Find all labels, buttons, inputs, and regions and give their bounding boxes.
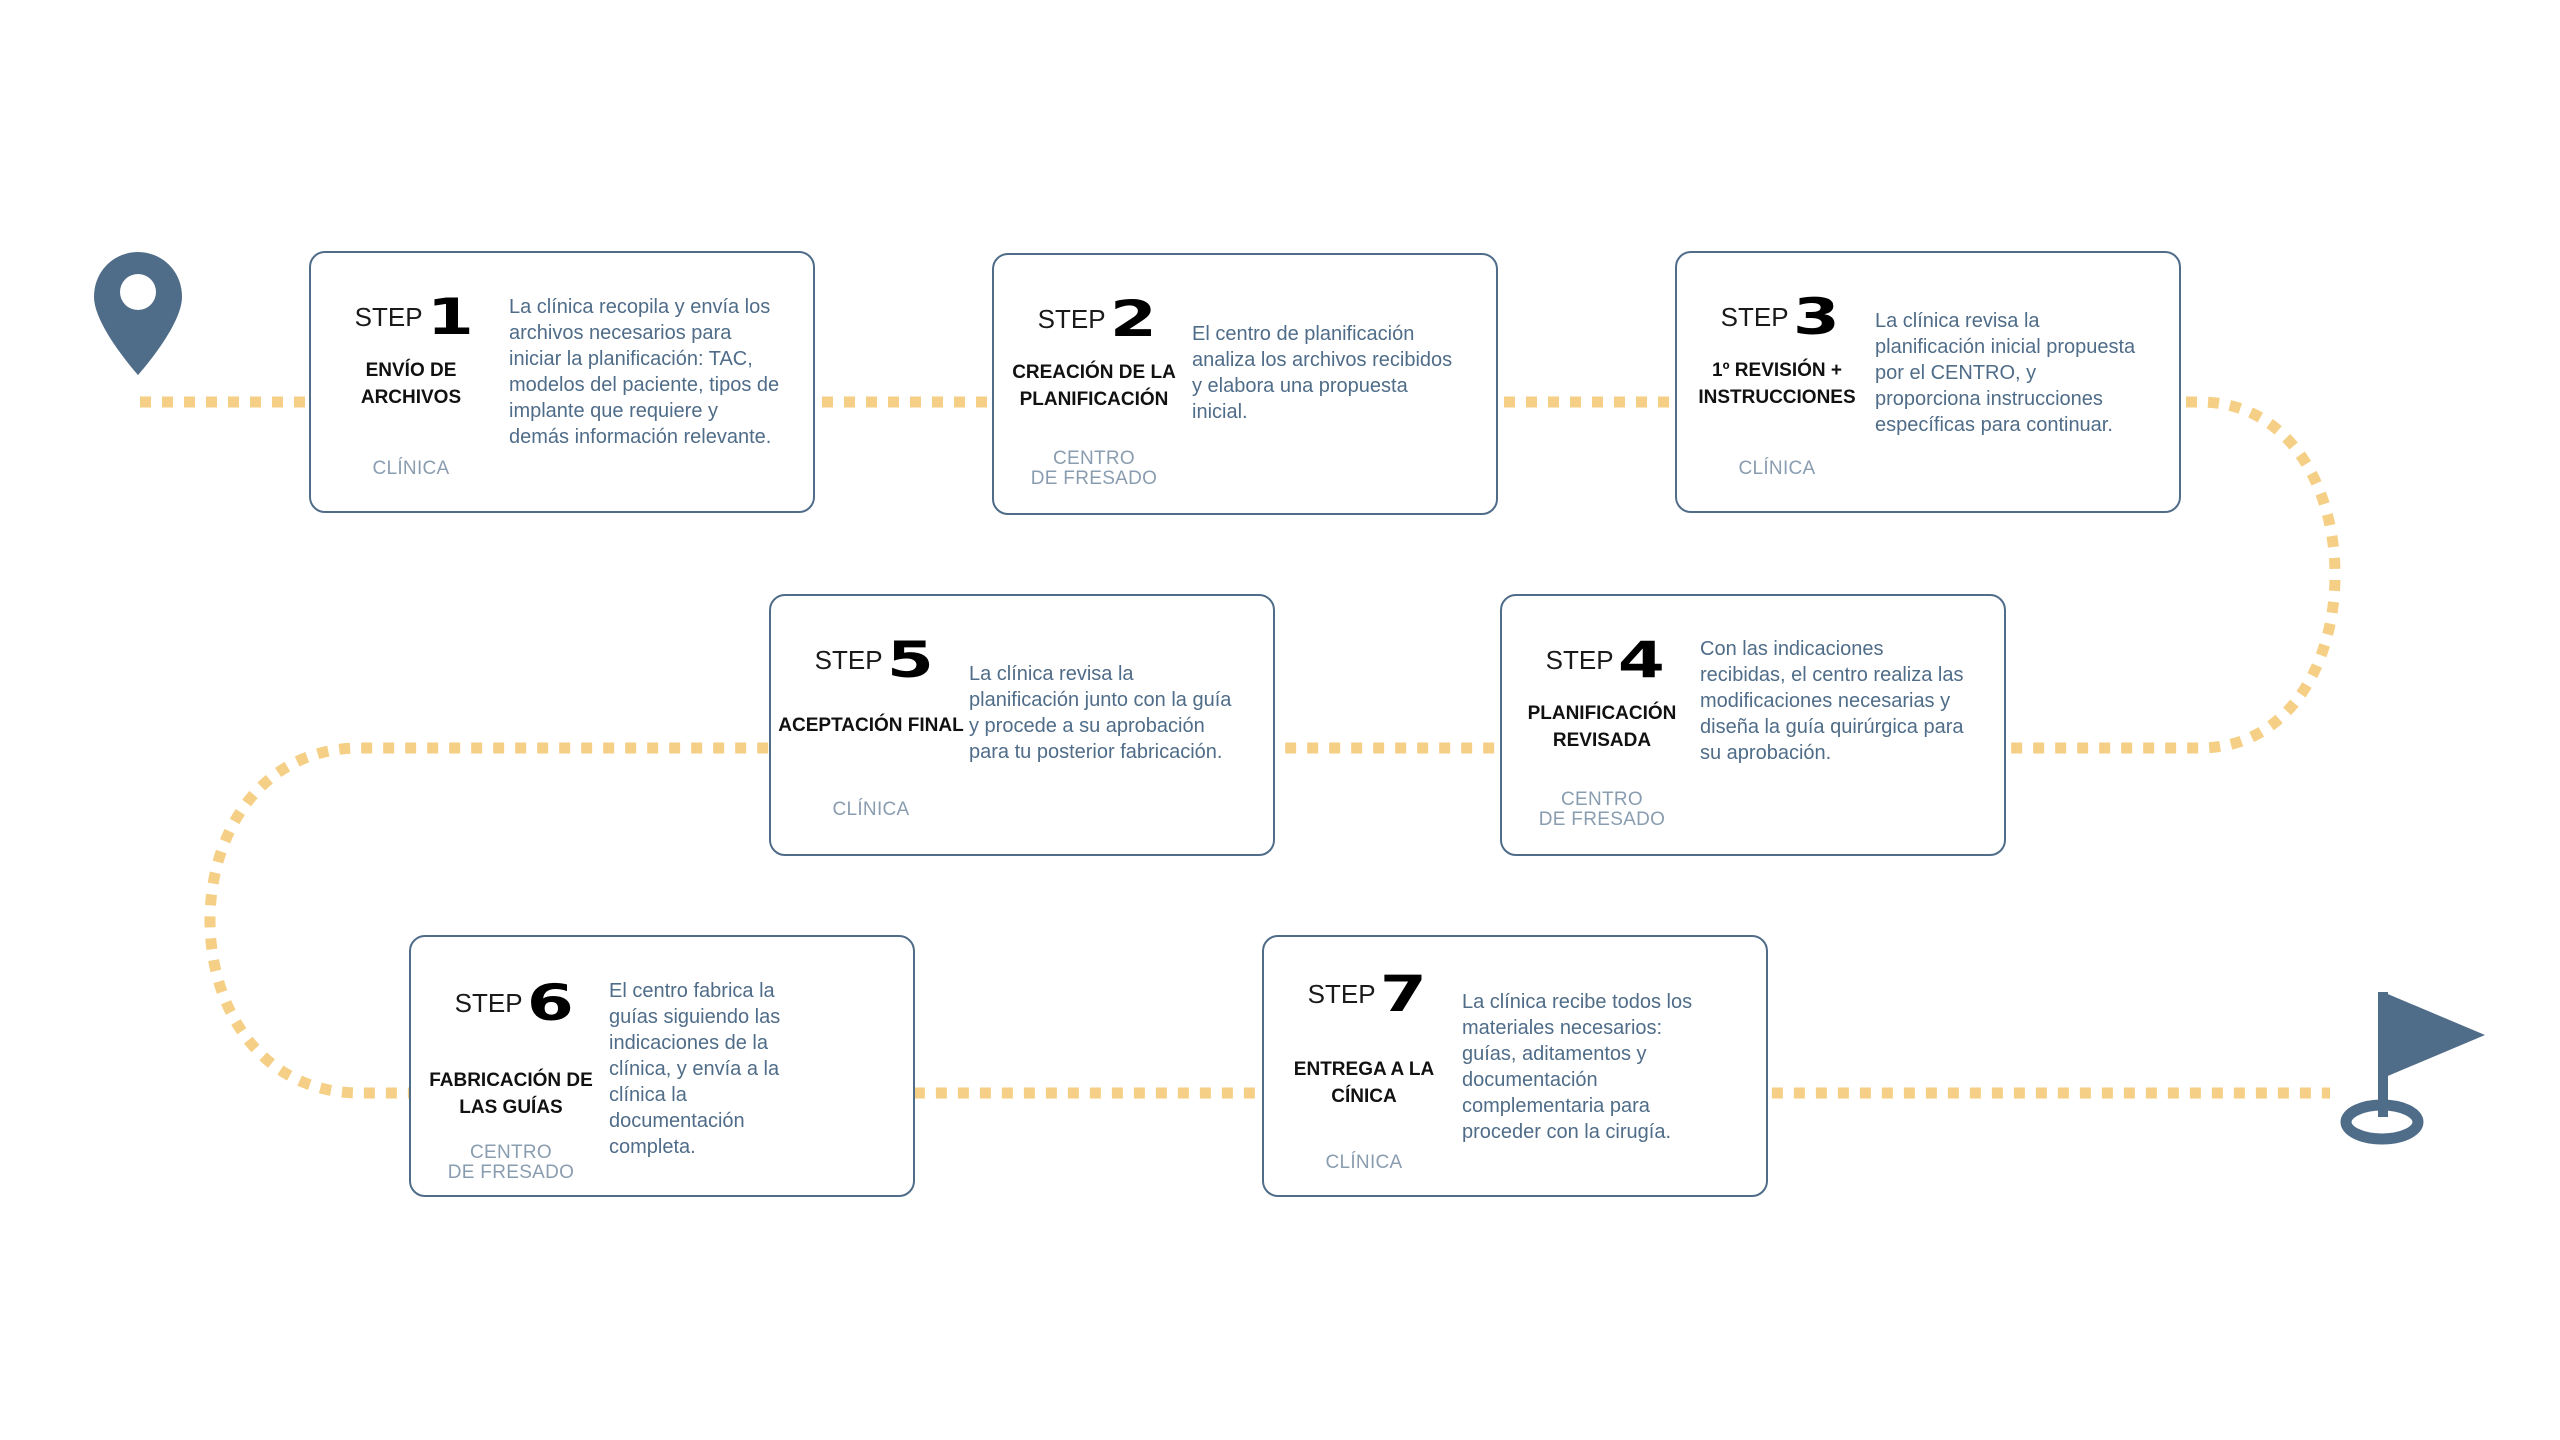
step-number: 1 xyxy=(426,288,474,346)
step-number: 2 xyxy=(1109,290,1157,348)
step-number: 3 xyxy=(1792,288,1840,346)
step-description: El centro de planificación analiza los a… xyxy=(1192,323,1453,423)
step-label: STEP1 xyxy=(311,288,511,346)
step-description: La clínica revisa la planificación inici… xyxy=(1875,310,2136,436)
step-actor: CLÍNICA xyxy=(1325,1152,1403,1173)
step-word: STEP xyxy=(1037,304,1106,334)
step-label: STEP2 xyxy=(994,290,1194,348)
step-word: STEP xyxy=(1545,645,1614,675)
step-title: ACEPTACIÓN FINAL xyxy=(778,715,964,736)
step-number: 6 xyxy=(526,974,574,1032)
step-title: 1º REVISIÓN +INSTRUCCIONES xyxy=(1698,360,1856,408)
step-word: STEP xyxy=(1720,302,1789,332)
step-number: 7 xyxy=(1379,965,1427,1023)
step-card-3: STEP3 1º REVISIÓN +INSTRUCCIONES CLÍNICA… xyxy=(1675,251,2181,513)
step-label: STEP6 xyxy=(411,974,611,1032)
step-label: STEP4 xyxy=(1502,631,1702,689)
golf-flag-icon xyxy=(2340,992,2485,1145)
step-description: La clínica recibe todos los materiales n… xyxy=(1462,991,1693,1143)
step-description: El centro fabrica la guías siguiendo las… xyxy=(609,980,781,1158)
dotted-route xyxy=(140,396,2341,1099)
step-description: La clínica revisa la planificación junto… xyxy=(969,663,1232,763)
step-number: 5 xyxy=(886,631,934,689)
step-label: STEP3 xyxy=(1677,288,1877,346)
step-number: 4 xyxy=(1617,631,1665,689)
step-card-5: STEP5 ACEPTACIÓN FINAL CLÍNICA La clínic… xyxy=(769,594,1275,856)
step-word: STEP xyxy=(1307,979,1376,1009)
step-description: Con las indicaciones recibidas, el centr… xyxy=(1700,638,1964,764)
step-label: STEP5 xyxy=(771,631,971,689)
step-description: La clínica recopila y envía los archivos… xyxy=(509,296,780,448)
step-word: STEP xyxy=(814,645,883,675)
step-label: STEP7 xyxy=(1264,965,1464,1023)
step-actor: CLÍNICA xyxy=(832,799,910,820)
step-word: STEP xyxy=(354,302,423,332)
step-actor: CLÍNICA xyxy=(372,458,450,479)
step-actor: CLÍNICA xyxy=(1738,458,1816,479)
location-pin-icon xyxy=(94,252,182,375)
step-word: STEP xyxy=(454,988,523,1018)
